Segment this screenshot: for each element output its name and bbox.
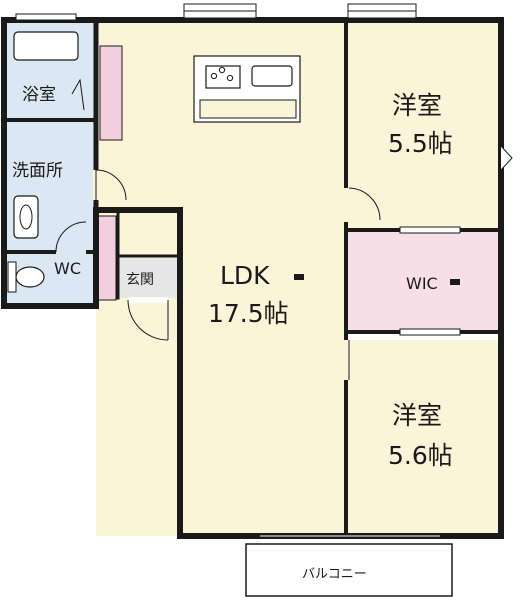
burner-1 — [210, 72, 218, 80]
doors — [55, 78, 461, 380]
stove-icon — [205, 65, 241, 89]
toilet-icon — [15, 266, 45, 288]
wic-label: WIC — [406, 274, 438, 293]
bath-label: 浴室 — [22, 85, 56, 105]
shoe-cabinet-icon — [97, 215, 117, 301]
door-swing-icon — [95, 169, 127, 201]
fixtures — [7, 31, 301, 301]
burner-3 — [226, 74, 234, 82]
washroom-label: 洗面所 — [12, 161, 63, 181]
entrance-label: 玄関 — [126, 271, 154, 288]
balcony-label: バルコニー — [302, 567, 367, 582]
door-gap-washroom — [56, 249, 86, 255]
door-gap-bedroom-north — [343, 188, 349, 222]
bath-door-icon — [71, 78, 85, 111]
bedroom-north-label: 洋室 — [392, 91, 442, 120]
window-bedroom-north-side — [500, 145, 513, 171]
bedroom-north-size: 5.5帖 — [388, 129, 453, 158]
windows — [15, 3, 513, 537]
door-swing-bedroom-north — [348, 187, 381, 221]
ldk-lower-floor — [180, 210, 346, 536]
bedroom-south-label: 洋室 — [392, 401, 442, 430]
bedroom-south-floor — [346, 340, 501, 536]
ldk-label: LDK — [220, 261, 270, 290]
door-swing-entrance — [127, 299, 169, 341]
storage-panel-icon — [99, 45, 123, 141]
sliding-door-wic-bottom — [399, 328, 461, 336]
balcony-floor — [246, 544, 452, 596]
sink-icon — [251, 65, 293, 87]
door-swing-washroom — [55, 221, 87, 253]
sliding-door-wic-top — [399, 226, 461, 234]
door-gap-entrance — [128, 297, 168, 303]
washbasin-bowl — [19, 204, 33, 230]
ldk-area-marker — [294, 274, 304, 280]
wic-floor — [346, 230, 501, 330]
door-gap-bedroom-south — [343, 340, 349, 380]
toilet-tank-icon — [7, 261, 17, 293]
wic-area-marker — [450, 279, 460, 285]
ldk-size: 17.5帖 — [208, 299, 289, 328]
window-wet-area — [15, 13, 77, 21]
washbasin-icon — [13, 195, 39, 239]
bedroom-north-floor — [346, 20, 501, 230]
toilet-label: WC — [54, 259, 81, 278]
kitchen-counter-front — [199, 99, 297, 119]
labels: 浴室 洗面所 WC 玄関 LDK 17.5帖 洋室 5.5帖 WIC 洋室 5.… — [12, 85, 460, 582]
bedroom-south-size: 5.6帖 — [388, 441, 453, 470]
burner-2 — [218, 66, 226, 74]
balcony-outline — [245, 543, 453, 597]
outer-wall — [1, 17, 504, 539]
bathtub-icon — [13, 31, 79, 61]
entrance-floor — [118, 258, 180, 298]
